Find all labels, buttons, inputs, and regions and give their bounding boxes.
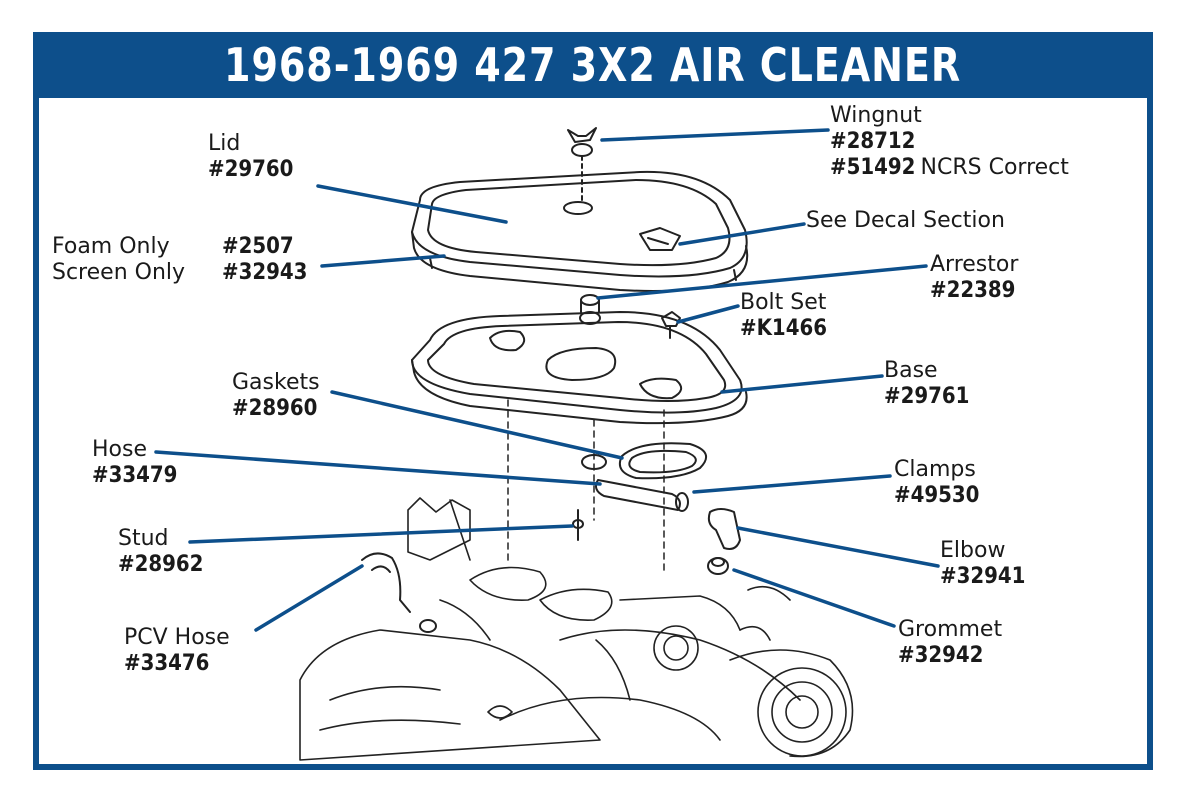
callout-foam: Foam Only Screen Only <box>52 234 185 286</box>
pcv-hose-label: PCV Hose <box>124 625 230 650</box>
decal-label: See Decal Section <box>806 208 1005 233</box>
base-part <box>411 311 748 425</box>
arrestor-part-number: #22389 <box>930 277 1016 303</box>
callout-elbow: Elbow #32941 <box>940 538 1025 590</box>
callout-pcv-hose: PCV Hose #33476 <box>124 625 230 677</box>
foam-label: Foam Only <box>52 234 170 259</box>
diagram-frame <box>33 32 1153 770</box>
callout-grommet: Grommet #32942 <box>898 617 1002 669</box>
wingnut-label: Wingnut <box>830 103 922 128</box>
grommet-label: Grommet <box>898 617 1003 642</box>
arrestor-part <box>579 294 601 325</box>
bolt-set-leader <box>676 304 740 324</box>
foam-part-number: #2507 <box>222 234 294 259</box>
wingnut-part <box>567 127 597 201</box>
hose-part-number: #33479 <box>92 462 178 488</box>
screen-part-number: #32943 <box>222 259 308 285</box>
grommet-part-number: #32942 <box>898 642 984 668</box>
clamps-label: Clamps <box>894 457 976 482</box>
callout-stud: Stud #28962 <box>118 526 203 578</box>
gasket-part <box>581 442 708 480</box>
callout-wingnut: Wingnut #28712 #51492 NCRS Correct <box>830 103 1069 181</box>
stud-label: Stud <box>118 526 169 551</box>
wingnut-leader <box>600 128 830 142</box>
stud-part <box>572 509 584 541</box>
callout-lid: Lid #29760 <box>208 131 293 183</box>
stud-leader <box>188 524 574 544</box>
wingnut-ncrs-note: NCRS Correct <box>920 154 1069 180</box>
wingnut-part-number: #28712 <box>830 128 916 154</box>
title-banner: 1968-1969 427 3X2 AIR CLEANER <box>33 32 1153 98</box>
hose-leader <box>154 450 602 486</box>
elbow-label: Elbow <box>940 538 1006 563</box>
engine-illustration <box>299 497 854 761</box>
page-title: 1968-1969 427 3X2 AIR CLEANER <box>224 38 962 92</box>
lid-leader <box>316 184 508 224</box>
bolt-set-part-number: #K1466 <box>740 315 828 341</box>
callout-base: Base #29761 <box>884 358 969 410</box>
pcv-hose-part-number: #33476 <box>124 650 210 676</box>
elbow-leader <box>736 526 940 568</box>
wingnut-ncrs-part-number: #51492 <box>830 154 916 180</box>
gaskets-part-number: #28960 <box>232 395 318 421</box>
bolt-set-label: Bolt Set <box>740 290 827 315</box>
grommet-leader <box>732 568 896 628</box>
callout-clamps: Clamps #49530 <box>894 457 979 509</box>
stud-part-number: #28962 <box>118 551 204 577</box>
callout-arrestor: Arrestor #22389 <box>930 252 1018 304</box>
elbow-part <box>707 508 741 550</box>
clamps-part-number: #49530 <box>894 482 980 508</box>
arrestor-leader <box>596 264 928 300</box>
alignment-lines <box>507 399 665 571</box>
filter-element-part <box>429 257 737 281</box>
leader-lines <box>154 128 940 632</box>
base-label: Base <box>884 358 938 383</box>
screen-label: Screen Only <box>52 259 186 285</box>
gaskets-label: Gaskets <box>232 370 320 395</box>
arrestor-label: Arrestor <box>930 252 1019 277</box>
callout-hose: Hose #33479 <box>92 437 177 489</box>
callout-decal: See Decal Section <box>806 208 1005 234</box>
base-leader <box>720 374 884 394</box>
hose-part <box>595 479 689 512</box>
clamps-leader <box>692 474 892 494</box>
hose-label: Hose <box>92 437 147 462</box>
lid-part-number: #29760 <box>208 156 294 182</box>
decal-leader <box>678 222 806 246</box>
pcv-hose-leader <box>254 564 364 632</box>
lid-part <box>411 170 749 292</box>
lid-label: Lid <box>208 131 241 156</box>
filter-leader <box>320 254 446 268</box>
base-part-number: #29761 <box>884 383 970 409</box>
elbow-part-number: #32941 <box>940 563 1026 589</box>
gaskets-leader <box>330 390 624 460</box>
callout-gaskets: Gaskets #28960 <box>232 370 320 422</box>
callout-bolt-set: Bolt Set #K1466 <box>740 290 827 342</box>
pcv-hose-part <box>361 552 437 633</box>
callout-foam-screen-numbers: #2507 #32943 <box>222 234 307 286</box>
grommet-part <box>707 557 729 575</box>
